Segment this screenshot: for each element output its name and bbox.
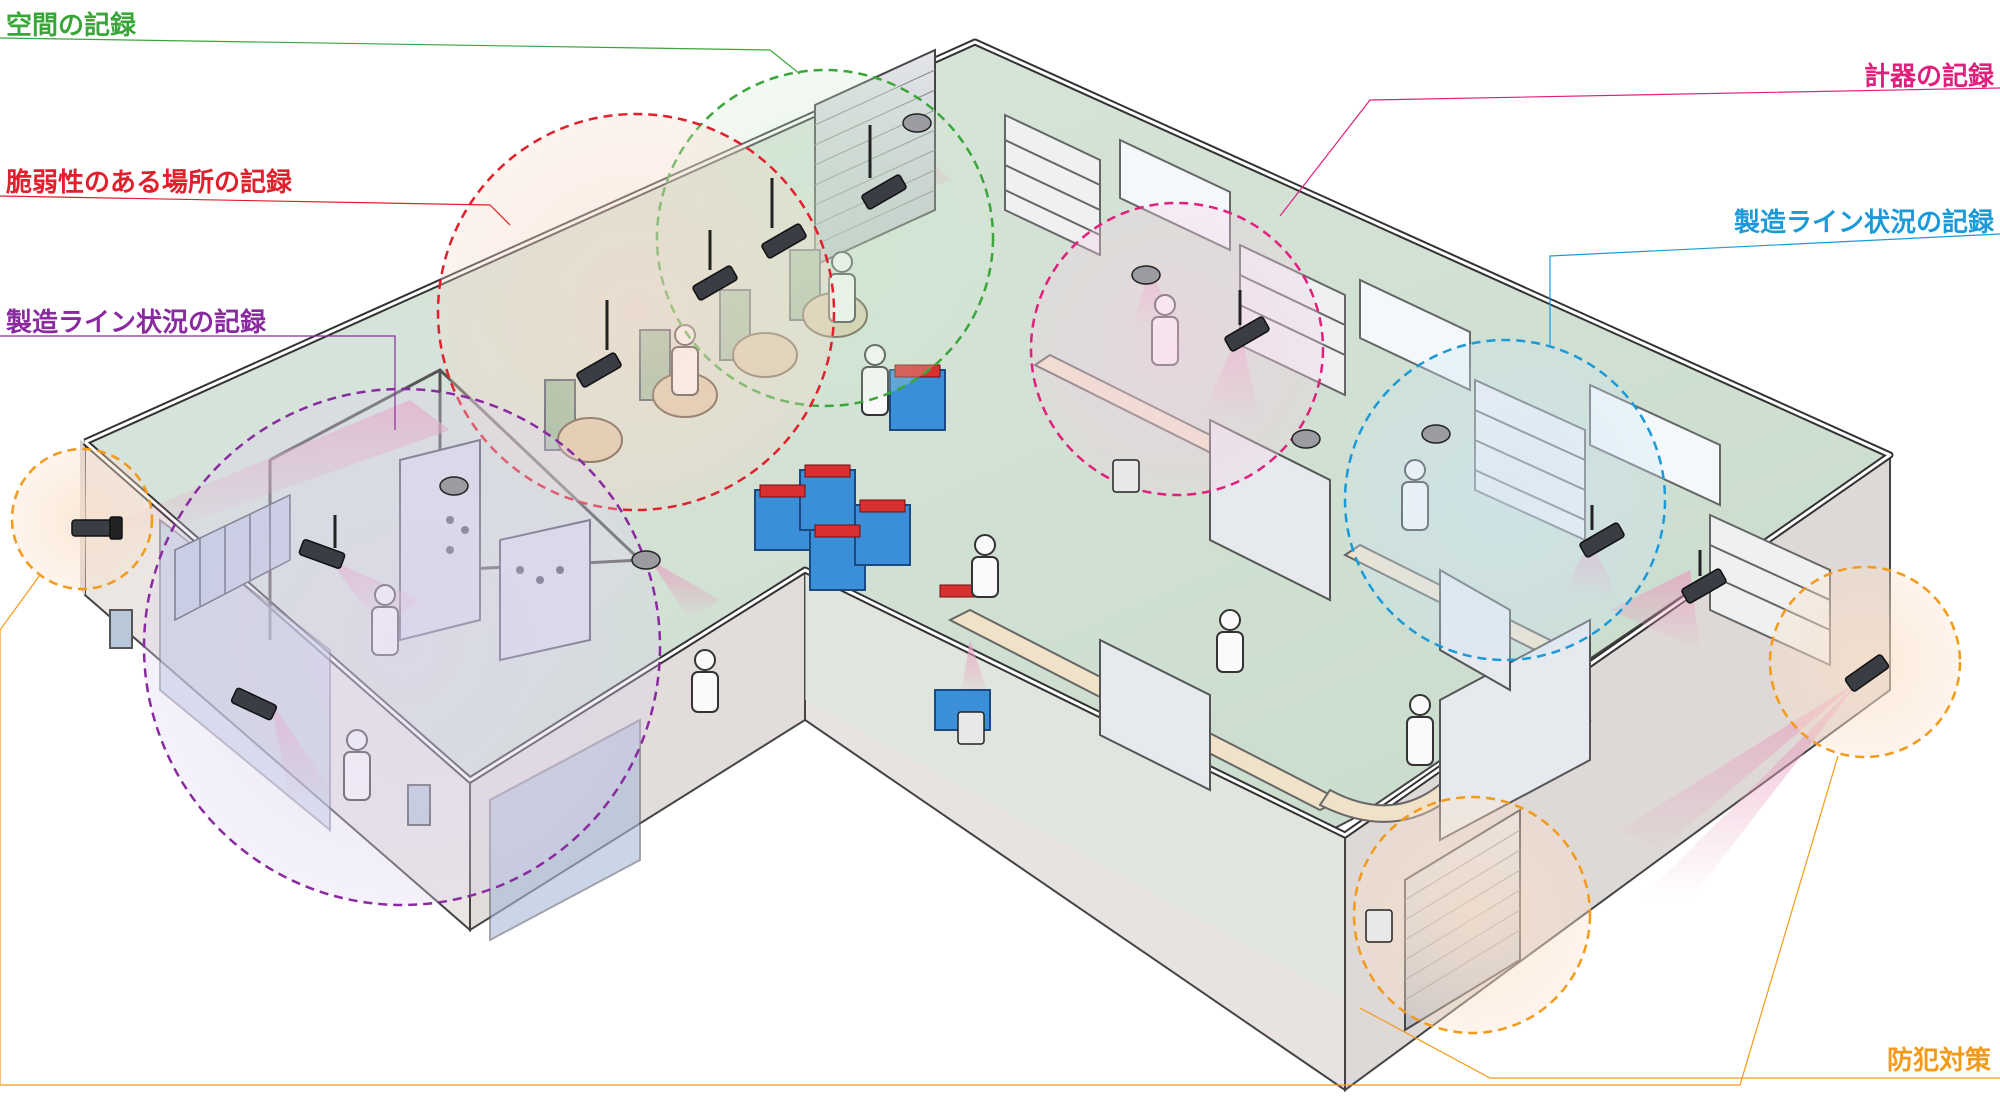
label-line-left: 製造ライン状況の記録 [6, 308, 267, 338]
leader-lines [0, 37, 2000, 1086]
label-meters: 計器の記録 [1863, 62, 1994, 92]
label-vulnerable: 脆弱性のある場所の記録 [6, 168, 293, 198]
zone-crime-right [1768, 565, 1962, 759]
dome-camera-icon [439, 113, 1451, 570]
label-space: 空間の記録 [6, 11, 137, 41]
zone-vulnerable [436, 112, 836, 512]
camera-icon [71, 125, 1890, 721]
zone-line-left [142, 387, 662, 907]
label-line-right: 製造ライン状況の記録 [1733, 208, 1994, 238]
zone-meters [1029, 201, 1325, 497]
zone-crime-bottom [1352, 795, 1592, 1035]
label-crime: 防犯対策 [1886, 1046, 1991, 1076]
meter-camera-icon [957, 459, 1393, 943]
zone-crime-left [10, 447, 154, 591]
zone-line-right [1343, 338, 1667, 662]
